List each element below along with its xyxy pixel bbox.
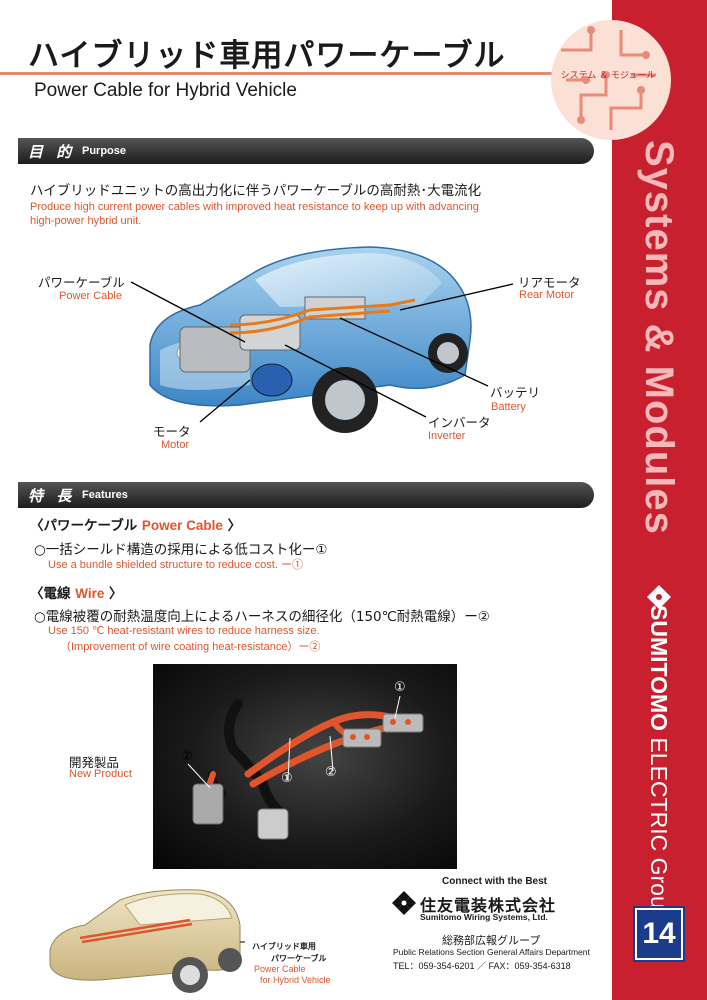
brand-vertical: SUMITOMO ELECTRIC Group	[612, 605, 707, 922]
feature-2-en-2: （Improvement of wire coating heat-resist…	[60, 641, 321, 653]
page-title-jp: ハイブリッド車用パワーケーブル	[28, 38, 506, 74]
callout-power-cable-jp: パワーケーブル	[38, 275, 125, 290]
side-band	[612, 0, 707, 1000]
wire-subheading-jp: 〈電線	[30, 586, 76, 602]
callout-inverter-jp: インバータ	[428, 415, 491, 430]
footer-car-label-en-2: for Hybrid Vehicle	[260, 975, 331, 985]
brand-bold-text: SUMITOMO	[646, 605, 672, 732]
vertical-title-text: Systems & Modules	[637, 140, 681, 535]
feature-2-en-1: Use 150 ℃ heat-resistant wires to reduce…	[48, 625, 320, 637]
callout-inverter-en: Inverter	[428, 430, 466, 442]
callout-power-cable-en: Power Cable	[59, 290, 122, 302]
category-badge	[551, 20, 671, 140]
footer-car-illustration	[49, 889, 245, 993]
department-jp: 総務部広報グループ	[442, 934, 541, 947]
footer-car-label-jp-2: パワーケーブル	[271, 954, 327, 963]
power-cable-subheading: 〈パワーケーブル Power Cable 〉	[30, 514, 241, 534]
power-cable-subheading-close: 〉	[222, 518, 242, 534]
feature-1-jp: ○一括シールド構造の採用による低コスト化ー①	[34, 542, 328, 558]
callout-leader-lines	[130, 281, 514, 423]
photo-marker-2b: ②	[325, 765, 337, 780]
purpose-section-bar: 目 的 Purpose	[18, 138, 594, 164]
callout-motor-jp: モータ	[153, 424, 191, 439]
cable-harness-image	[192, 699, 424, 840]
feature-2-jp: ○電線被覆の耐熱温度向上によるハーネスの細径化（150℃耐熱電線）ー②	[34, 609, 490, 625]
feature-1-en: Use a bundle shielded structure to reduc…	[48, 559, 303, 571]
callout-motor-en: Motor	[161, 439, 190, 451]
tagline: Connect with the Best	[442, 876, 548, 887]
wire-subheading-close: 〉	[104, 586, 123, 602]
features-heading-jp: 特 長	[28, 487, 76, 505]
new-product-en: New Product	[69, 768, 132, 780]
purpose-text-en-1: Produce high current power cables with i…	[30, 201, 479, 213]
page-title-en: Power Cable for Hybrid Vehicle	[34, 80, 297, 101]
power-cable-subheading-jp: 〈パワーケーブル	[30, 518, 142, 534]
purpose-text-en-2: high-power hybrid unit.	[30, 215, 142, 227]
footer-car-label-jp-1: ハイブリッド車用	[252, 942, 316, 951]
company-name-en: Sumitomo Wiring Systems, Ltd.	[420, 912, 548, 922]
footer-car-label-en-1: Power Cable	[254, 964, 306, 974]
callout-rear-motor-en: Rear Motor	[519, 289, 575, 301]
wire-subheading: 〈電線 Wire 〉	[30, 582, 123, 602]
brand-rest-text: ELECTRIC Group	[646, 731, 672, 922]
features-section-bar: 特 長 Features	[18, 482, 594, 508]
company-name-jp: 住友電装株式会社	[420, 896, 557, 915]
product-photo	[153, 664, 457, 869]
features-heading-en: Features	[82, 489, 128, 501]
purpose-heading-jp: 目 的	[28, 143, 76, 161]
category-badge-label: システム ＆ モジュール	[560, 71, 656, 81]
photo-marker-lines	[187, 695, 401, 788]
title-underline	[0, 72, 612, 75]
page-number-box: 14	[633, 906, 685, 962]
contact-phone-fax: TEL：059-354-6201 ／ FAX：059-354-6318	[393, 961, 571, 971]
wire-subheading-en: Wire	[75, 586, 105, 601]
photo-marker-1a: ①	[394, 680, 406, 695]
purpose-heading-en: Purpose	[82, 145, 127, 157]
callout-rear-motor-jp: リアモータ	[518, 275, 581, 290]
department-en: Public Relations Section General Affairs…	[393, 947, 590, 957]
purpose-text-jp: ハイブリッドユニットの高出力化に伴うパワーケーブルの高耐熱･大電流化	[30, 183, 482, 199]
power-cable-subheading-en: Power Cable	[141, 518, 223, 533]
callout-battery-en: Battery	[491, 401, 526, 413]
company-logo-icon	[392, 891, 416, 915]
callout-battery-jp: バッテリ	[490, 385, 541, 400]
new-product-jp: 開発製品	[69, 755, 120, 770]
sumitomo-logo-icon	[647, 585, 671, 609]
vertical-category-title: Systems & Modules	[612, 140, 707, 540]
photo-marker-2a: ②	[181, 749, 193, 764]
hybrid-car-illustration	[149, 246, 472, 433]
photo-marker-1b: ①	[281, 771, 293, 786]
circuit-pattern-icon	[561, 26, 656, 130]
page-number: 14	[637, 910, 681, 958]
